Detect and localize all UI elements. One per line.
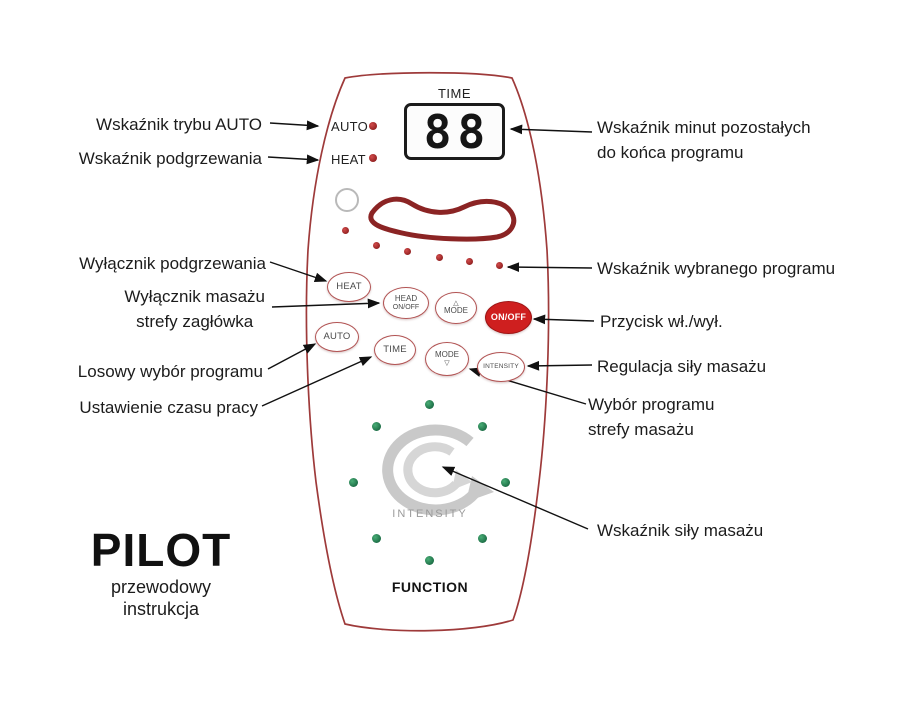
heat-button[interactable]: HEAT (327, 272, 371, 302)
annotation-power-button: Przycisk wł./wył. (600, 312, 723, 331)
program-indicator-dot (496, 262, 503, 269)
intensity-level-dot (372, 422, 381, 431)
arrow-auto-button (267, 343, 317, 370)
annotation-auto-mode-indicator: Wskaźnik trybu AUTO (96, 115, 262, 134)
diagram-subtitle-line2: instrukcja (122, 599, 200, 619)
intensity-level-dot (478, 422, 487, 431)
minutes-lcd-display: 88 (404, 103, 505, 160)
annotation-intensity-indicator: Wskaźnik siły masażu (597, 521, 764, 540)
annotation-random-program: Losowy wybór programu (77, 362, 263, 381)
annotation-minutes-remaining: Wskaźnik minut pozostałych do końca prog… (597, 118, 811, 162)
program-indicator-dot (436, 254, 443, 261)
program-indicator-dot (373, 242, 380, 249)
mode-up-button[interactable]: △ MODE (435, 292, 477, 324)
annotation-head-zone-switch: Wyłącznik masażu strefy zagłówka (124, 287, 265, 331)
power-button[interactable]: ON/OFF (485, 301, 532, 334)
annotation-heating-indicator: Wskaźnik podgrzewania (78, 149, 262, 168)
diagram-title: PILOT (90, 524, 232, 576)
time-button[interactable]: TIME (374, 335, 416, 365)
intensity-level-dot (501, 478, 510, 487)
arrow-heat-button (269, 261, 328, 283)
intensity-level-dot (478, 534, 487, 543)
diagram-title-block: PILOT przewodowy instrukcja (58, 524, 264, 620)
program-indicator-dot (404, 248, 411, 255)
annotation-time-setting: Ustawienie czasu pracy (79, 398, 258, 417)
heat-indicator-led (369, 154, 377, 162)
intensity-button[interactable]: INTENSITY (477, 352, 525, 382)
mode-down-button[interactable]: MODE ▽ (425, 342, 469, 376)
auto-button[interactable]: AUTO (315, 322, 359, 352)
arrow-time-button (261, 356, 373, 407)
head-zone-circle-icon (335, 188, 359, 212)
lounger-wave-icon (368, 196, 517, 242)
function-label: FUNCTION (391, 579, 469, 595)
annotation-massage-intensity: Regulacja siły masażu (597, 357, 767, 376)
intensity-level-dot (425, 556, 434, 565)
arrow-intensity-indicator (441, 466, 589, 530)
intensity-level-dot (349, 478, 358, 487)
annotation-heating-switch: Wyłącznik podgrzewania (79, 254, 266, 273)
annotation-massage-zone-program: Wybór programu strefy masażu (588, 395, 715, 439)
program-indicator-dot (342, 227, 349, 234)
arrow-auto-indicator (269, 120, 320, 131)
arrow-power-button (532, 314, 595, 325)
auto-indicator-label: AUTO (331, 119, 369, 134)
head-onoff-button[interactable]: HEAD ON/OFF (383, 287, 429, 319)
triangle-up-icon: △ (453, 300, 459, 308)
arrow-intensity-button (526, 360, 593, 371)
heat-indicator-label: HEAT (331, 152, 366, 167)
intensity-level-dot (372, 534, 381, 543)
time-display-title: TIME (437, 86, 472, 101)
arrow-head-button (271, 298, 381, 309)
intensity-indicator-label: INTENSITY (392, 508, 468, 520)
program-indicator-dot (466, 258, 473, 265)
intensity-level-dot (425, 400, 434, 409)
intensity-swirl-icon (382, 424, 494, 516)
arrow-program-dots (506, 262, 593, 273)
auto-indicator-led (369, 122, 377, 130)
annotation-selected-program: Wskaźnik wybranego programu (597, 259, 836, 278)
triangle-down-icon: ▽ (444, 359, 450, 367)
arrow-lcd-display (509, 124, 593, 135)
diagram-subtitle-line1: przewodowy (110, 577, 212, 597)
arrow-heat-indicator (267, 154, 320, 165)
